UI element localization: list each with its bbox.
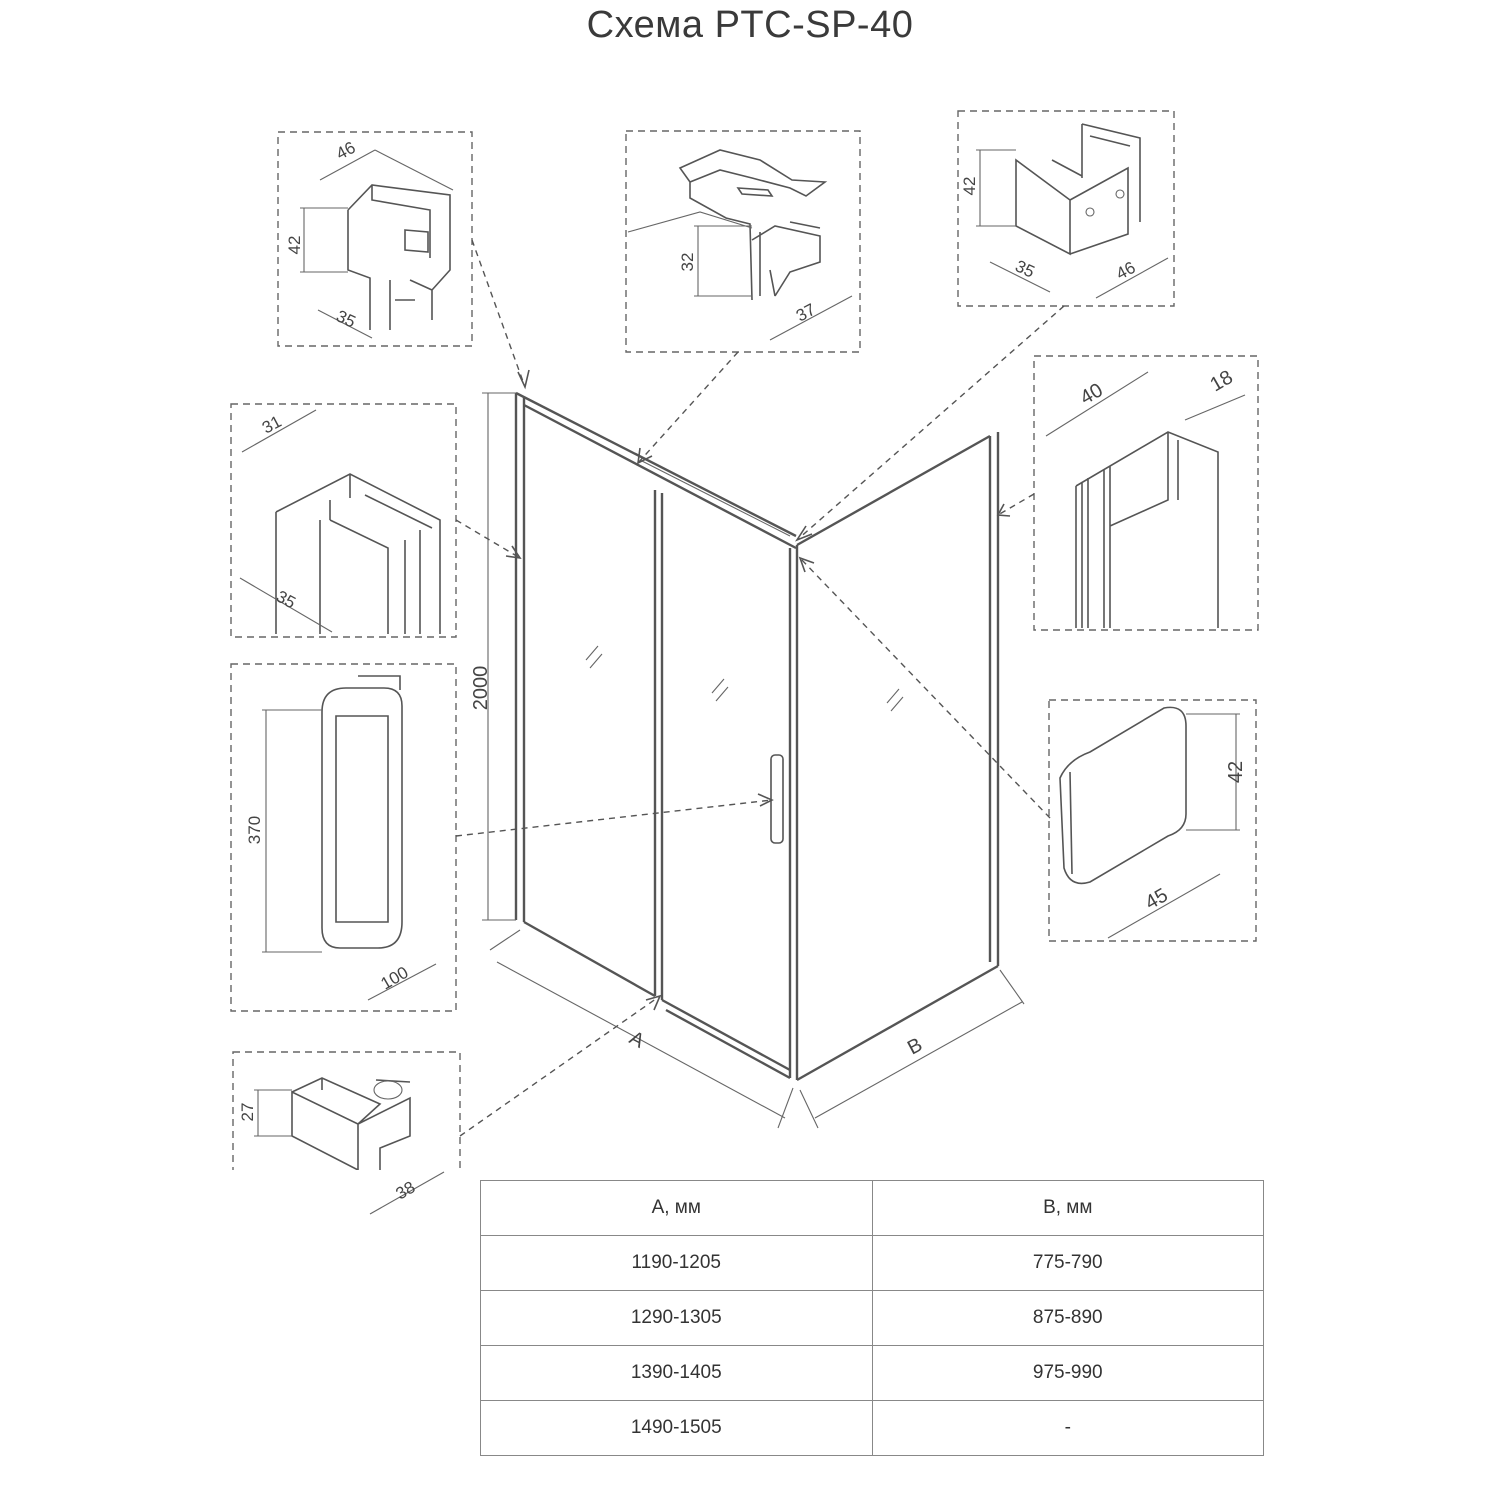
dim-top-right-w: 46	[1113, 258, 1139, 284]
height-dimension: 2000	[470, 392, 516, 921]
dim-top-center-w: 37	[793, 300, 819, 326]
dim-top-left-w: 46	[333, 138, 359, 164]
table-row: 1490-1505 -	[480, 1400, 1264, 1456]
table-cell-a: 1290-1305	[480, 1290, 873, 1346]
detail-right-profile: 40 18	[1033, 355, 1259, 631]
detail-bottom-left: 27	[232, 1051, 461, 1170]
dim-bottom-left-w: 38	[393, 1178, 419, 1204]
dim-top-left-h: 42	[285, 236, 304, 255]
table-row: 1190-1205 775-790	[480, 1235, 1264, 1291]
dim-left-profile-w: 31	[259, 412, 285, 438]
size-table: А, мм В, мм 1190-1205 775-790 1290-1305 …	[480, 1180, 1264, 1456]
diagram-title: Схема PTC-SP-40	[586, 4, 914, 46]
table-row: 1290-1305 875-890	[480, 1290, 1264, 1346]
table-cell-a: 1190-1205	[480, 1235, 873, 1291]
width-dimensions: A B	[489, 929, 1025, 1129]
dim-handle-w: 100	[378, 963, 412, 994]
table-cell-a: 1390-1405	[480, 1345, 873, 1401]
dim-top-left-d: 35	[333, 306, 358, 331]
table-header-a: А, мм	[480, 1180, 873, 1236]
dim-bottom-left-h: 27	[238, 1103, 257, 1122]
table-cell-b: 975-990	[871, 1345, 1264, 1401]
dim-right-profile-w: 40	[1077, 379, 1107, 409]
table-cell-a: 1490-1505	[480, 1400, 873, 1456]
leader-lines	[455, 239, 1065, 1137]
table-cell-b: 775-790	[871, 1235, 1264, 1291]
table-header-row: А, мм В, мм	[480, 1180, 1264, 1236]
shower-enclosure	[514, 391, 1000, 1082]
detail-right-bottom: 42 45	[1048, 699, 1257, 942]
dim-top-center-h: 32	[678, 253, 697, 272]
detail-handle: 370 100	[230, 663, 457, 1012]
dim-top-right-h: 42	[960, 177, 979, 196]
technical-drawing: 2000 A B 46 42 35 32 37	[230, 110, 1259, 1170]
dimension-b-label: B	[904, 1034, 926, 1060]
detail-top-center: 32 37	[625, 130, 861, 353]
dim-handle-h: 370	[245, 816, 264, 844]
detail-top-right: 42 35 46	[957, 110, 1175, 307]
dim-right-profile-d: 18	[1207, 366, 1237, 396]
dim-right-bottom-h: 42	[1225, 761, 1247, 783]
dim-top-right-d: 35	[1012, 256, 1037, 281]
table-cell-b: -	[871, 1400, 1264, 1456]
dimension-a-label: A	[626, 1027, 649, 1053]
table-header-b: В, мм	[871, 1180, 1264, 1236]
detail-top-left: 46 42 35	[277, 131, 473, 347]
dim-left-profile-d: 35	[273, 587, 299, 613]
detail-left-profile: 31 35	[230, 403, 457, 638]
table-cell-b: 875-890	[871, 1290, 1264, 1346]
dim-right-bottom-w: 45	[1142, 884, 1172, 914]
table-row: 1390-1405 975-990	[480, 1345, 1264, 1401]
height-label: 2000	[470, 666, 492, 711]
